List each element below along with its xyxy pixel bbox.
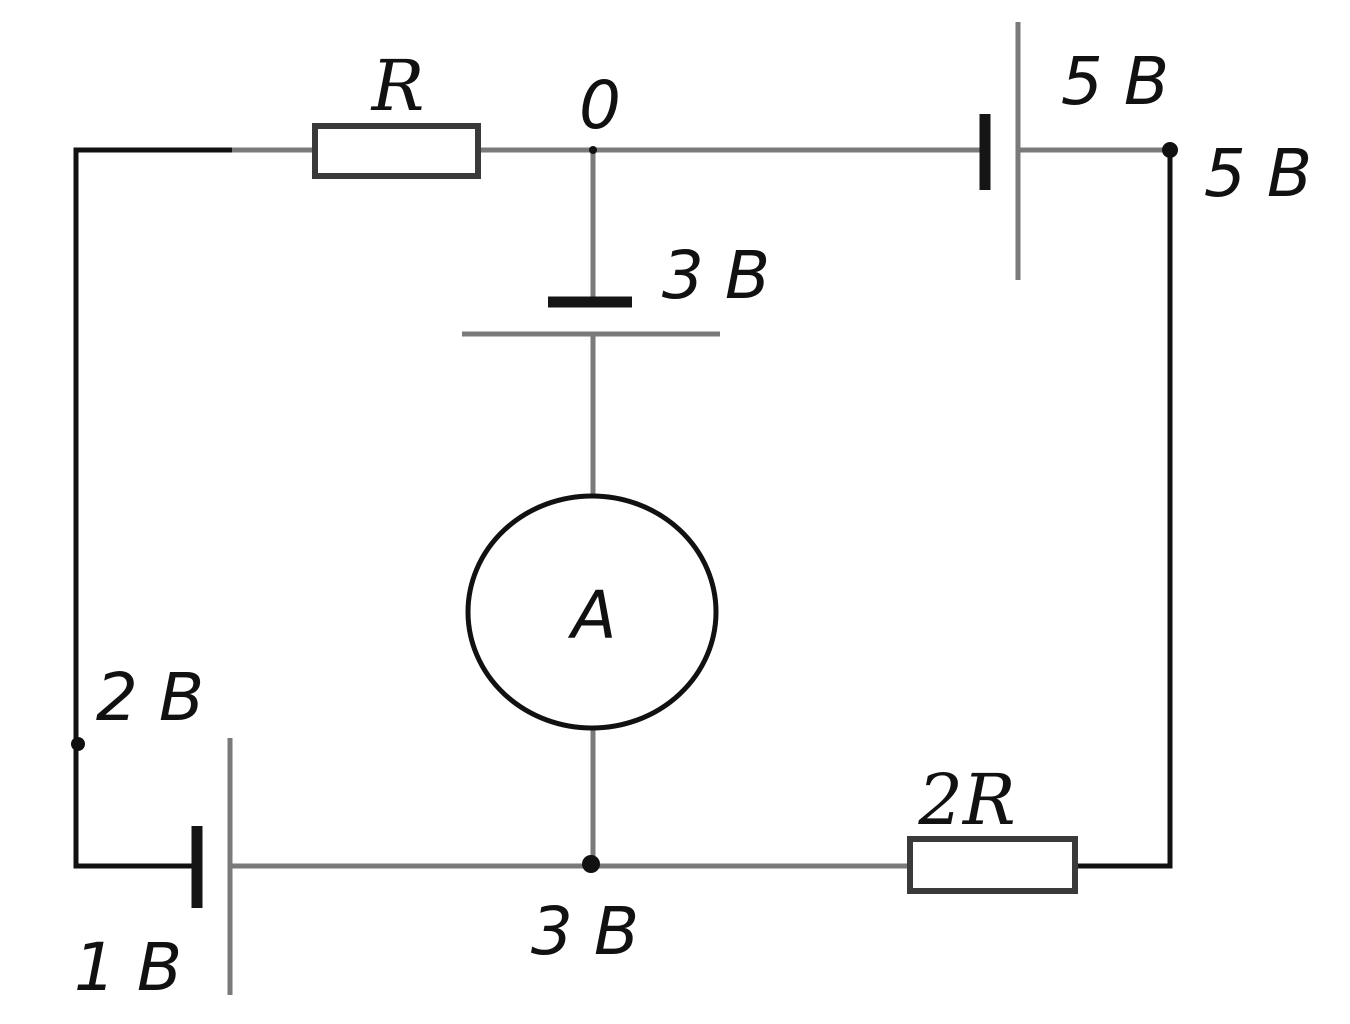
label-resistor-2r: 2R xyxy=(917,759,1015,841)
resistor-2r xyxy=(907,836,1078,894)
label-ammeter: A xyxy=(567,577,616,654)
label-node-top: 0 xyxy=(579,67,621,144)
label-node-right: 5 B xyxy=(1204,135,1312,212)
wire-top-left xyxy=(73,147,235,869)
node-left xyxy=(71,737,85,751)
label-battery-bottom-left: 1 B xyxy=(74,929,182,1006)
node-bottom xyxy=(582,855,600,873)
wire-right xyxy=(1072,147,1173,869)
node-right xyxy=(1162,142,1178,158)
label-node-left: 2 B xyxy=(96,659,204,736)
ammeter-circle xyxy=(465,493,719,731)
label-battery-top-right: 5 B xyxy=(1061,43,1169,120)
label-node-bottom: 3 B xyxy=(531,893,639,970)
label-resistor-r: R xyxy=(370,45,425,127)
node-top xyxy=(589,146,597,154)
resistor-r xyxy=(312,123,481,179)
label-battery-middle: 3 B xyxy=(662,237,770,314)
